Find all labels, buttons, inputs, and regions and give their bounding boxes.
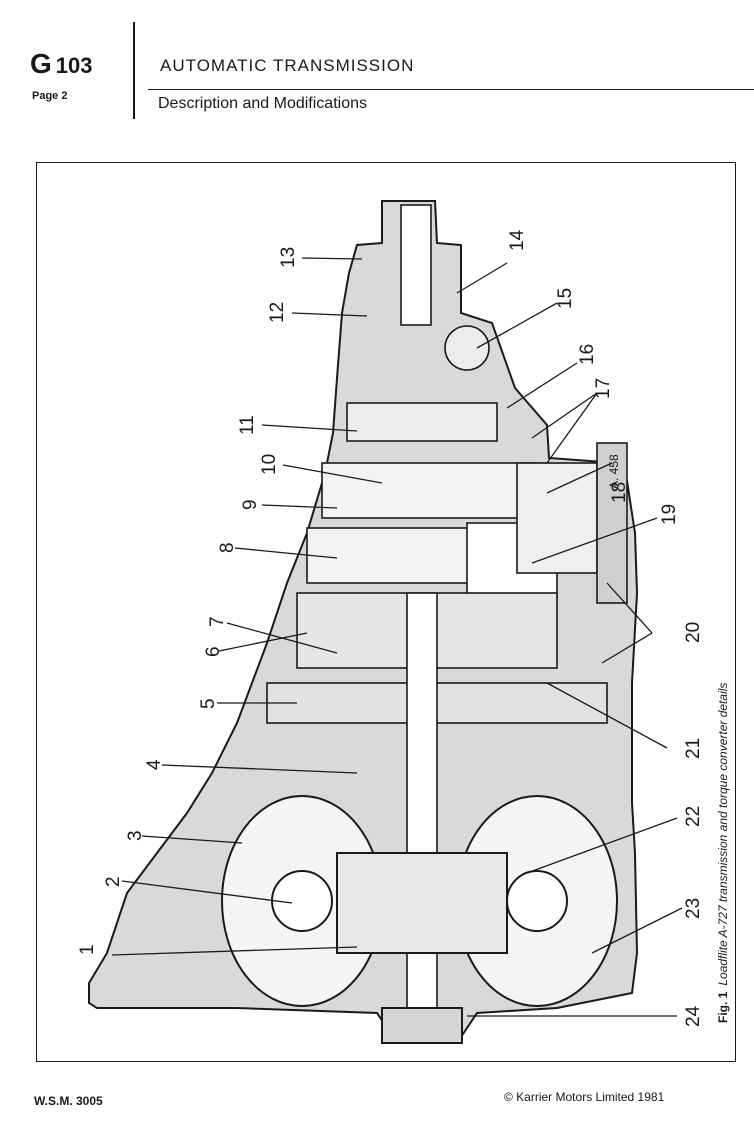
header-vertical-rule <box>133 22 135 119</box>
callout-16: 16 <box>577 344 598 365</box>
callout-2: 2 <box>103 876 124 887</box>
leader-lines <box>111 257 683 1017</box>
page-subtitle: Description and Modifications <box>158 95 367 112</box>
callout-labels: 1 2 3 4 5 6 7 8 9 10 11 12 13 14 15 16 1… <box>77 229 704 1027</box>
callout-24: 24 <box>683 1005 704 1027</box>
callout-18: 18 <box>609 482 630 503</box>
callout-3: 3 <box>125 830 146 841</box>
valve-body <box>516 462 598 574</box>
input-shaft <box>406 592 438 1034</box>
header-horizontal-rule <box>148 89 754 90</box>
callout-20: 20 <box>683 622 704 643</box>
callout-5: 5 <box>198 698 219 709</box>
output-shaft <box>400 204 432 326</box>
crankshaft-flange <box>381 1007 463 1044</box>
callout-15: 15 <box>555 288 576 309</box>
transmission-diagram: 1 2 3 4 5 6 7 8 9 10 11 12 13 14 15 16 1… <box>77 200 730 1044</box>
copyright-notice: © Karrier Motors Limited 1981 <box>504 1090 665 1104</box>
callout-6: 6 <box>203 646 224 657</box>
section-number: 103 <box>55 53 93 78</box>
torque-converter <box>221 795 618 1044</box>
callout-13: 13 <box>278 247 299 268</box>
callout-1: 1 <box>77 944 98 955</box>
callout-8: 8 <box>217 542 238 553</box>
callout-17: 17 <box>593 378 614 399</box>
oil-pan-side <box>596 442 628 604</box>
rear-clutch-pack <box>346 402 498 442</box>
callout-10: 10 <box>259 454 280 475</box>
callout-14: 14 <box>507 229 528 251</box>
page-title: AUTOMATIC TRANSMISSION <box>160 56 415 75</box>
callout-12: 12 <box>267 302 288 323</box>
caption-prefix: Fig. 1 <box>716 991 730 1023</box>
callout-9: 9 <box>240 499 261 510</box>
converter-hub <box>336 852 508 954</box>
section-letter: G <box>30 48 52 79</box>
callout-11: 11 <box>237 415 258 435</box>
converter-torus-right <box>506 870 568 932</box>
callout-22: 22 <box>683 806 704 827</box>
figure-caption: Fig. 1 Loadflite A-727 transmission and t… <box>716 683 730 1023</box>
page-label: Page 2 <box>32 90 68 102</box>
callout-19: 19 <box>659 504 680 525</box>
document-reference: W.S.M. 3005 <box>34 1094 103 1108</box>
governor-gear <box>444 325 490 371</box>
svg-text:Fig. 1Loadflite A-727 transmis: Fig. 1 Loadflite A-727 transmission and t… <box>716 683 730 1023</box>
planetary-set-rear <box>321 462 543 519</box>
callout-7: 7 <box>207 616 228 627</box>
caption-text: Loadflite A-727 transmission and torque … <box>716 683 730 986</box>
internal-components <box>266 204 628 1034</box>
callout-23: 23 <box>683 898 704 919</box>
figure-reference: A. 458 <box>607 454 621 489</box>
figure-frame: 1 2 3 4 5 6 7 8 9 10 11 12 13 14 15 16 1… <box>36 162 736 1062</box>
callout-21: 21 <box>683 738 704 759</box>
callout-4: 4 <box>144 759 165 770</box>
